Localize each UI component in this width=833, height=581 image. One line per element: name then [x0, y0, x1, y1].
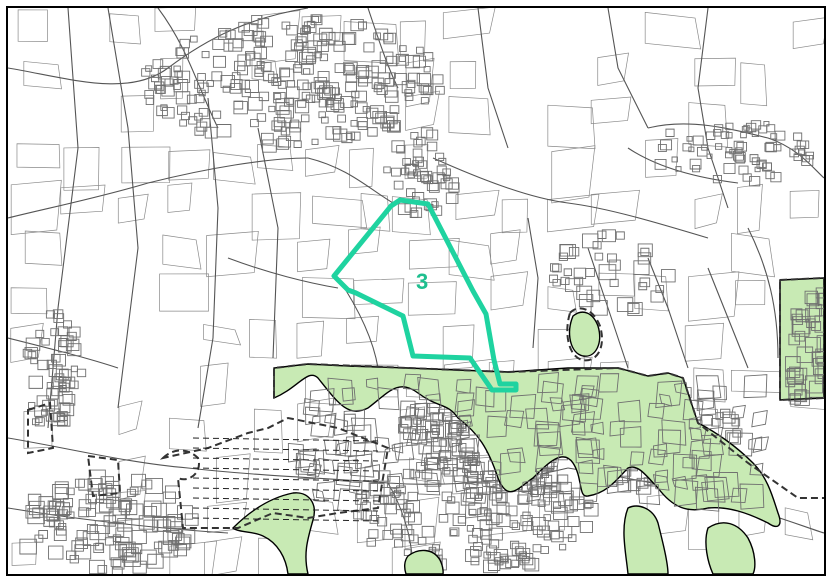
dashed-zone-boundary — [27, 276, 824, 529]
map-canvas[interactable]: 3 — [8, 8, 824, 574]
highlighted-site[interactable]: 3 — [331, 197, 519, 393]
map-frame: 3 — [6, 6, 826, 576]
hatched-lots — [192, 437, 379, 522]
green-area-parcels — [287, 287, 824, 519]
site-boundary-outline[interactable] — [331, 197, 519, 393]
site-label: 3 — [416, 269, 428, 294]
